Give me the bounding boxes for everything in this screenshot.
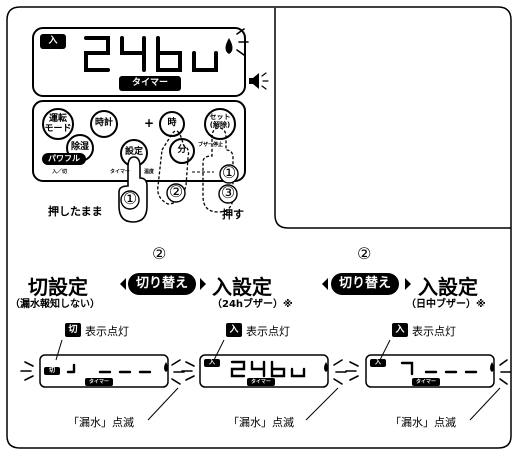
mini-display-1	[20, 354, 185, 388]
set-button[interactable]: セット (解除)	[209, 113, 231, 129]
power-button[interactable]: パワフル	[42, 153, 86, 165]
onshitsu-sub-label: 温度	[144, 169, 155, 175]
mode-1-title: 切設定	[28, 275, 88, 299]
mode-3-title: 入設定	[418, 275, 478, 299]
mini-display-1-badge: 切	[44, 367, 60, 375]
settei-button[interactable]: 設定	[124, 147, 143, 157]
tokei-button[interactable]: 時計	[94, 118, 113, 128]
main-mode-badge: 入	[40, 34, 66, 49]
switch-step-2: ②	[357, 244, 372, 263]
mode-1-lamp-badge: 切	[65, 323, 81, 337]
mini-display-2-timer: タイマー	[247, 378, 275, 386]
timer-sub-label: タイマー	[110, 169, 131, 175]
step-3: ③	[220, 183, 236, 202]
mini-display-2	[181, 354, 347, 388]
step-2: ②	[168, 182, 184, 201]
mode-2-title: 入設定	[212, 275, 272, 299]
step-1: ①	[122, 189, 138, 208]
main-timer-label: タイマー	[119, 76, 181, 91]
switch-button-1[interactable]: 切り替え	[128, 273, 197, 295]
mode-3-lamp-badge: 入	[392, 323, 408, 337]
ji-button[interactable]: 時	[167, 118, 177, 128]
unten-mode-button[interactable]: 運転 モード	[44, 114, 72, 134]
mode-2-sub: （24hブザー）※	[212, 299, 293, 310]
mode-1-lamp-text: 表示点灯	[85, 325, 129, 338]
plus-sign: +	[143, 116, 155, 130]
mode-1-sub: （漏水報知しない）	[10, 299, 100, 310]
mode-3-blink-label: 「漏水」点滅	[390, 416, 456, 429]
switch-button-2[interactable]: 切り替え	[331, 273, 400, 295]
switch-step-1: ②	[152, 244, 167, 263]
mode-1-blink-label: 「漏水」点滅	[68, 416, 134, 429]
step-1b: ①	[221, 163, 237, 182]
power-sub-label: 入／切	[52, 169, 68, 175]
mode-2-lamp-badge: 入	[226, 323, 242, 337]
mini-display-3-timer: タイマー	[412, 378, 440, 386]
fun-button[interactable]: 分	[177, 145, 187, 155]
press-caption: 押す	[222, 208, 244, 221]
mode-3-sub: （日中ブザー）※	[406, 299, 486, 310]
jyosui-button[interactable]: 除湿	[70, 142, 89, 152]
mode-2-lamp-text: 表示点灯	[246, 325, 290, 338]
mode-2-blink-label: 「漏水」点滅	[228, 416, 294, 429]
speaker-icon	[249, 72, 269, 90]
segment-digits	[84, 36, 218, 72]
mode-3-lamp-text: 表示点灯	[412, 325, 456, 338]
mini-display-1-timer: タイマー	[85, 378, 113, 386]
buzzer-sub-label: ブザー停止	[198, 142, 224, 148]
mini-display-3	[345, 354, 511, 388]
mini-display-2-badge: 入	[204, 359, 220, 367]
hold-caption: 押したまま	[48, 205, 103, 218]
mini-display-3-badge: 入	[370, 359, 386, 367]
